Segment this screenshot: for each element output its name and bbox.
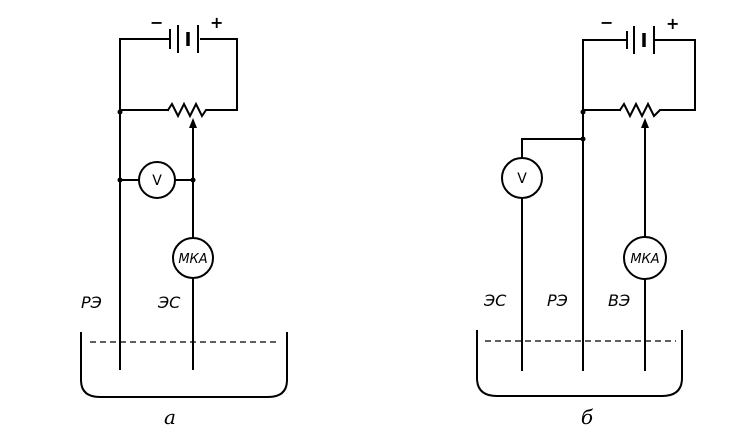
diagram-b: − + V МКА ЭС РЭ ВЭ б	[476, 13, 696, 429]
rheostat-a	[166, 101, 211, 119]
wiper-arrow-b	[641, 118, 649, 128]
electrode-label-re-b: РЭ	[547, 291, 568, 310]
diagram-a: − + V МКА РЭ ЭС а	[80, 13, 288, 429]
electrode-label-ve-b: ВЭ	[608, 291, 630, 310]
battery-plus-a: +	[210, 13, 223, 32]
electrode-label-es-b: ЭС	[483, 291, 507, 310]
electrode-label-es-a: ЭС	[157, 293, 181, 312]
wiper-arrow-a	[189, 118, 197, 128]
battery-minus-a: −	[150, 13, 163, 32]
voltmeter-a	[138, 161, 176, 199]
battery-b	[626, 26, 655, 54]
battery-a	[169, 25, 199, 53]
microammeter-label-a: МКА	[178, 252, 207, 267]
caption-a: а	[164, 405, 176, 429]
tank-a	[80, 332, 288, 398]
voltmeter-label-b: V	[517, 171, 527, 187]
caption-b: б	[581, 405, 594, 429]
battery-plus-b: +	[666, 14, 679, 33]
rheostat-b	[618, 101, 666, 119]
battery-minus-b: −	[600, 13, 613, 32]
tank-b	[476, 330, 683, 397]
battery-loop-wire-b	[582, 39, 696, 111]
voltmeter-label-a: V	[152, 173, 162, 189]
microammeter-label-b: МКА	[630, 252, 659, 267]
electrode-label-re-a: РЭ	[81, 293, 102, 312]
